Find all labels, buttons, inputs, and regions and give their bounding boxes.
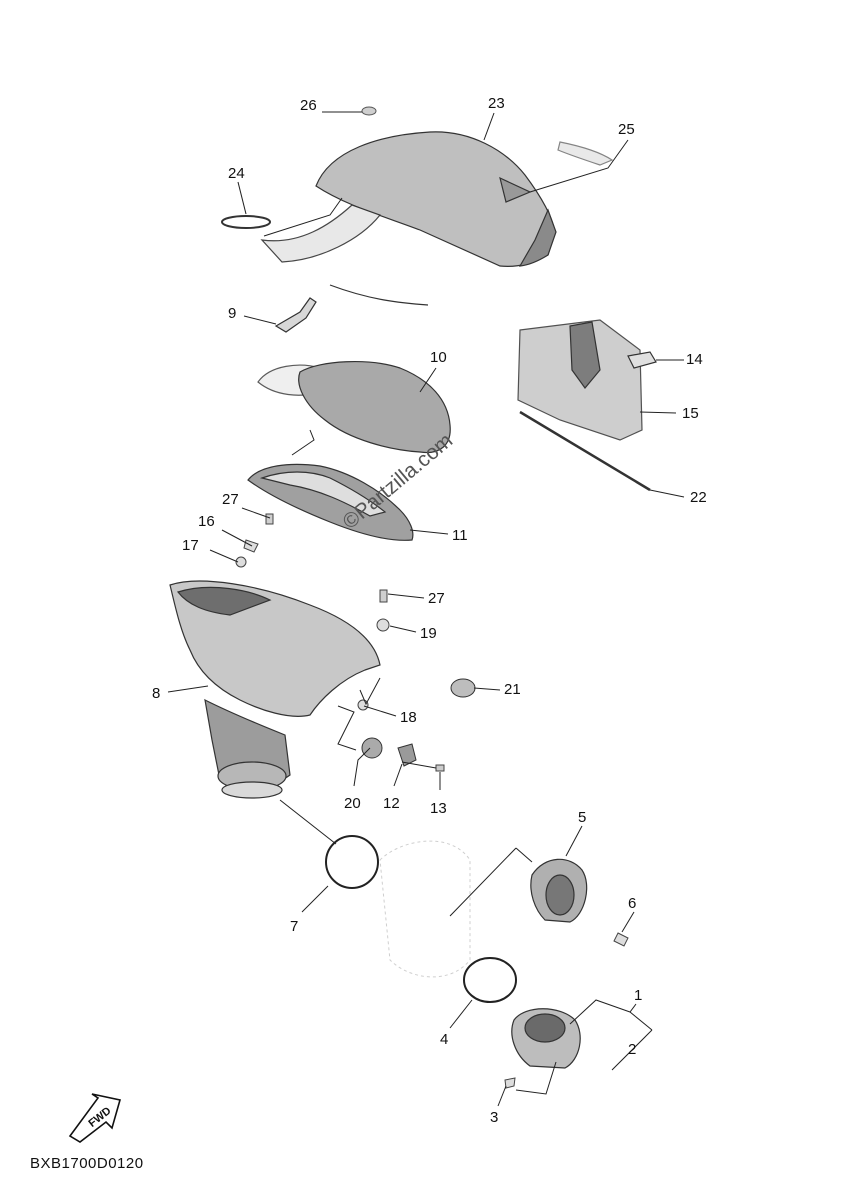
callout-10: 10 [430, 349, 447, 366]
part-7-band [325, 835, 379, 889]
part-18-nut [357, 699, 369, 711]
part-5-duct [530, 858, 588, 923]
part-6-bolt [613, 932, 629, 947]
part-10-element [257, 361, 451, 454]
callout-17: 17 [182, 537, 199, 554]
callouts: 26 23 25 24 9 10 14 15 22 11 27 16 17 27… [152, 95, 707, 1126]
callout-13: 13 [430, 800, 447, 817]
part-27b-bolt [379, 589, 388, 603]
part-22-rod [519, 410, 651, 492]
callout-2: 2 [628, 1041, 636, 1058]
callout-1: 1 [634, 987, 642, 1004]
callout-20: 20 [344, 795, 361, 812]
callout-14: 14 [686, 351, 703, 368]
callout-8: 8 [152, 685, 160, 702]
callout-23: 23 [488, 95, 505, 112]
ghost-gear [379, 840, 471, 978]
callout-7: 7 [290, 918, 298, 935]
callout-24: 24 [228, 165, 245, 182]
callout-11: 11 [452, 527, 468, 544]
callout-5: 5 [578, 809, 586, 826]
part-12-fitting [397, 743, 417, 767]
part-4-band [463, 957, 517, 1003]
diagram-code: BXB1700D0120 [30, 1155, 144, 1172]
part-3-screw [504, 1077, 516, 1089]
part-21-cap [450, 678, 476, 698]
part-14-bracket [627, 351, 657, 369]
callout-9: 9 [228, 305, 236, 322]
callout-16: 16 [198, 513, 215, 530]
part-15-guide [517, 319, 643, 441]
part-13-screw [435, 764, 445, 772]
part-23-cover [260, 131, 614, 306]
callout-15: 15 [682, 405, 699, 422]
callout-3: 3 [490, 1109, 498, 1126]
part-19-grommet [376, 618, 390, 632]
callout-27a: 27 [222, 491, 239, 508]
part-17-grommet [235, 556, 247, 568]
callout-18: 18 [400, 709, 417, 726]
part-24-band [221, 215, 271, 229]
part-11-cover [247, 463, 414, 541]
part-20-plug [361, 737, 383, 759]
leader-lines [167, 111, 685, 1107]
callout-12: 12 [383, 795, 400, 812]
callout-4: 4 [440, 1031, 448, 1048]
callout-21: 21 [504, 681, 521, 698]
callout-25: 25 [618, 121, 635, 138]
callout-6: 6 [628, 895, 636, 912]
part-27-bolt [265, 513, 274, 525]
fwd-arrow: FWD [68, 1093, 122, 1143]
callout-26: 26 [300, 97, 317, 114]
part-8-airbox [169, 580, 381, 799]
callout-22: 22 [690, 489, 707, 506]
part-9-bracket [274, 297, 317, 333]
callout-19: 19 [420, 625, 437, 642]
part-26-clip [361, 106, 377, 116]
callout-27b: 27 [428, 590, 445, 607]
part-1-joint [511, 1008, 581, 1069]
